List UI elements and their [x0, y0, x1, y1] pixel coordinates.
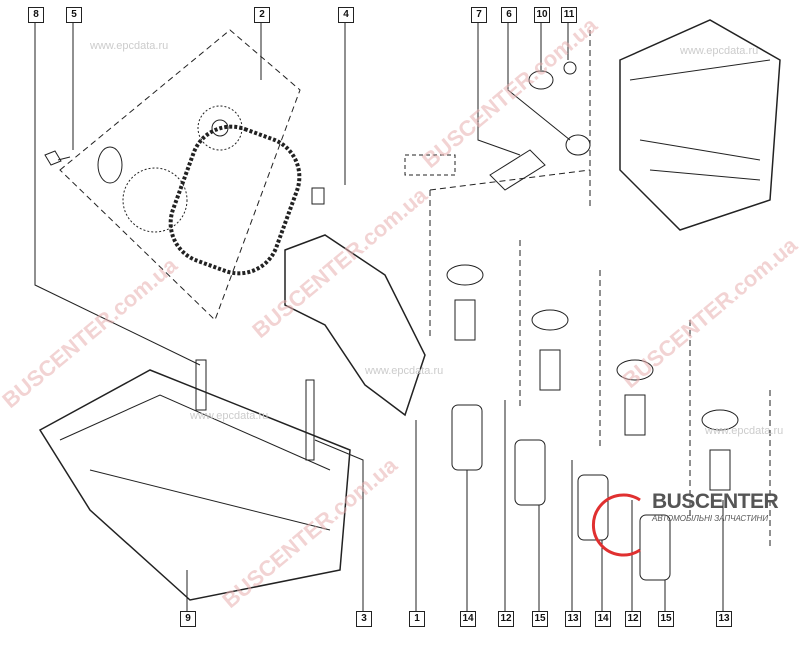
oil-seal — [97, 146, 123, 184]
bolt-9 — [195, 359, 207, 411]
reference-box — [404, 154, 456, 176]
fittings — [446, 264, 739, 491]
callout-15: 15 — [532, 611, 548, 627]
oil-pressure-sensor — [489, 149, 546, 191]
callout-14: 14 — [460, 611, 476, 627]
callout-5: 5 — [66, 7, 82, 23]
callout-4: 4 — [338, 7, 354, 23]
callout-11: 11 — [561, 7, 577, 23]
bolt-5 — [44, 150, 71, 166]
callout-8: 8 — [28, 7, 44, 23]
oil-pan — [38, 369, 351, 601]
bolt-3 — [305, 379, 315, 461]
bushing-4 — [311, 187, 325, 205]
callout-3: 3 — [356, 611, 372, 627]
callout-13b: 13 — [716, 611, 732, 627]
watermark-epc: www.epcdata.ru — [190, 410, 269, 422]
buscenter-logo: BUSCENTER АВТОМОБІЛЬНІ ЗАПЧАСТИНИ — [652, 490, 779, 523]
watermark-epc: www.epcdata.ru — [680, 45, 759, 57]
sprocket-large — [122, 167, 188, 233]
callout-2: 2 — [254, 7, 270, 23]
logo-mark — [591, 493, 641, 557]
leader-lines — [34, 22, 724, 611]
callout-6: 6 — [501, 7, 517, 23]
logo-name: BUSCENTER — [652, 490, 779, 513]
timing-group-outline — [59, 29, 301, 321]
callout-10: 10 — [534, 7, 550, 23]
callout-15b: 15 — [658, 611, 674, 627]
callout-1: 1 — [409, 611, 425, 627]
callout-9: 9 — [180, 611, 196, 627]
ring-11 — [563, 61, 577, 75]
watermark-epc: www.epcdata.ru — [705, 425, 784, 437]
callout-14b: 14 — [595, 611, 611, 627]
watermark-epc: www.epcdata.ru — [90, 40, 169, 52]
watermark-epc: www.epcdata.ru — [365, 365, 444, 377]
filter-tubes — [451, 404, 671, 581]
callout-12b: 12 — [625, 611, 641, 627]
oil-pump — [284, 234, 426, 417]
plug-10 — [528, 70, 554, 90]
washer-6 — [565, 134, 591, 156]
timing-chain — [168, 124, 302, 276]
callout-7: 7 — [471, 7, 487, 23]
callout-13: 13 — [565, 611, 581, 627]
logo-tagline: АВТОМОБІЛЬНІ ЗАПЧАСТИНИ — [652, 514, 769, 523]
engine-block — [619, 19, 781, 231]
callout-12: 12 — [498, 611, 514, 627]
